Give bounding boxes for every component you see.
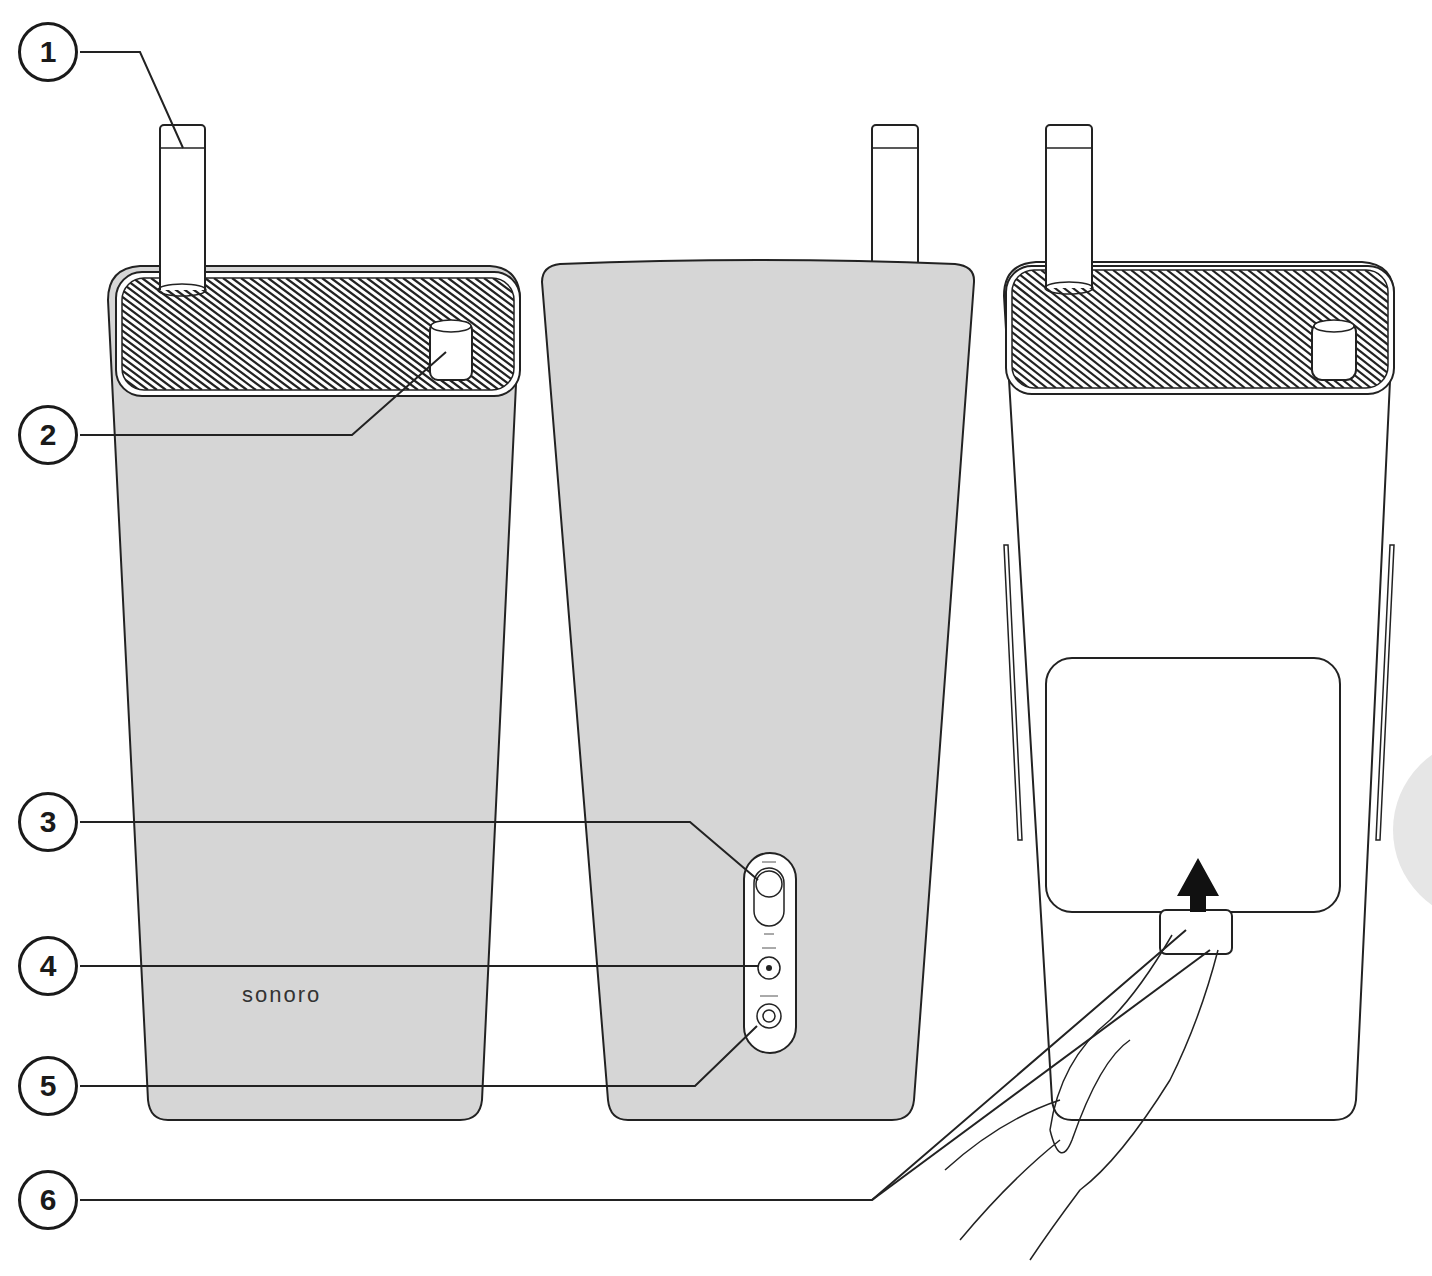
antenna (160, 125, 205, 285)
callout-number: 4 (40, 951, 57, 981)
control-panel (744, 853, 796, 1053)
speaker-back (542, 260, 974, 1120)
cover-latch (1160, 910, 1232, 954)
callout-circle: 3 (18, 792, 78, 852)
speaker-front (108, 266, 520, 1120)
callout-number: 3 (40, 807, 57, 837)
callout-circle: 5 (18, 1056, 78, 1116)
callout-circle: 2 (18, 405, 78, 465)
callout-number: 6 (40, 1185, 57, 1215)
callout-circle: 1 (18, 22, 78, 82)
callout-number: 2 (40, 420, 57, 450)
aux-socket (757, 1004, 781, 1028)
battery-cover (1046, 658, 1340, 912)
speaker-battery-side (1004, 262, 1394, 1120)
slide-arrow (1177, 858, 1219, 912)
power-switch (754, 868, 784, 926)
dc-socket (758, 957, 780, 979)
callout-circle: 4 (18, 936, 78, 996)
callout-number: 5 (40, 1071, 57, 1101)
leader-lines (80, 52, 1210, 1200)
callout-number: 1 (40, 37, 57, 67)
callout-circle: 6 (18, 1170, 78, 1230)
side-tab (1393, 738, 1432, 922)
brand-logo: sonoro (242, 982, 321, 1008)
antenna (872, 125, 918, 267)
hand (945, 935, 1218, 1260)
